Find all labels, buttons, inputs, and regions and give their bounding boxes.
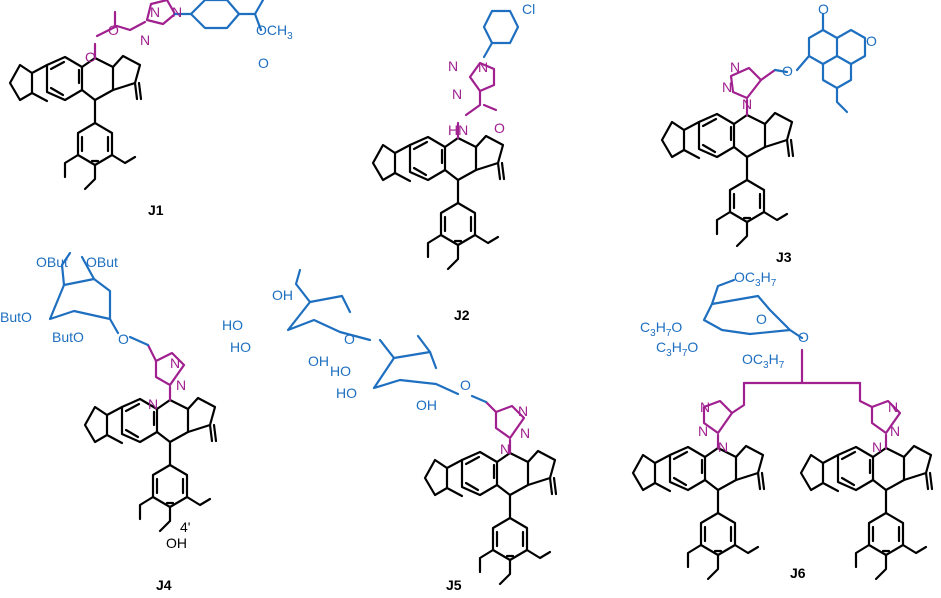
atom-OH-2b: OH	[416, 397, 437, 413]
atom-HO-3b: HO	[336, 385, 357, 401]
atom-OC3H7-2: OC3H7	[742, 351, 785, 371]
atom-N2: N	[150, 4, 160, 20]
atom-N-a: N	[730, 59, 740, 75]
atom-N-c: N	[478, 59, 488, 75]
atom-N-a-right: N	[888, 399, 898, 415]
atom-N-c: N	[148, 396, 158, 412]
atom-ButO-3: ButO	[0, 309, 32, 325]
atom-OC3H7-6: OC3H7	[734, 269, 777, 289]
atom-O-ring: O	[866, 33, 877, 49]
atom-OBut-6: OBut	[86, 254, 118, 270]
atom-N-a-left: N	[700, 399, 710, 415]
atom-Cl: Cl	[522, 1, 535, 17]
atom-4prime: 4'	[180, 519, 190, 535]
atom-O-coumarin-carbonyl: O	[818, 1, 829, 17]
atom-N-c: N	[500, 441, 510, 457]
atom-O-ester-carbonyl: O	[258, 55, 269, 71]
atom-O-amide: O	[494, 120, 505, 136]
atom-O-glycosidic: O	[798, 329, 809, 345]
compound-label-J6: J6	[790, 565, 806, 581]
atom-N-c: N	[742, 96, 752, 112]
atom-O-ring-upper: O	[344, 331, 355, 347]
atom-N3: N	[172, 4, 182, 20]
atom-O-glycosidic: O	[118, 331, 129, 347]
atom-OH: OH	[166, 535, 187, 551]
atom-N-b-left: N	[698, 423, 708, 439]
atom-N-b-right: N	[890, 423, 900, 439]
atom-N-a: N	[518, 403, 528, 419]
compound-J6	[631, 278, 934, 581]
atom-OBut-4: OBut	[36, 254, 68, 270]
compound-J4	[48, 251, 218, 533]
compound-label-J1: J1	[148, 202, 164, 218]
atom-N-a: N	[170, 355, 180, 371]
compound-label-J4: J4	[156, 577, 172, 593]
atom-OCH3: OCH3	[256, 22, 293, 42]
atom-O-ether: O	[782, 63, 793, 79]
atom-O-carbonyl: O	[108, 22, 119, 38]
atom-O-glycosidic: O	[460, 377, 471, 393]
atom-O-ring: O	[756, 311, 767, 327]
atom-N1: N	[140, 32, 150, 48]
atom-HN: HN	[448, 122, 468, 138]
atom-HO-4: HO	[222, 317, 243, 333]
atom-OH-2: OH	[308, 353, 329, 369]
atom-C3H7O-3: C3H7O	[656, 339, 698, 359]
atom-N-c-left: N	[718, 439, 728, 455]
compound-J2	[371, 9, 520, 271]
compound-label-J3: J3	[776, 249, 792, 265]
atom-O-ester: O	[85, 49, 96, 65]
atom-ButO-2: ButO	[52, 329, 84, 345]
atom-HO-3: HO	[230, 339, 251, 355]
atom-N-b: N	[452, 86, 462, 102]
atom-OH-6: OH	[272, 287, 293, 303]
compound-J1	[8, 0, 265, 191]
atom-N-b: N	[176, 377, 186, 393]
compound-J5	[286, 268, 558, 586]
compound-J3	[660, 12, 867, 248]
compound-label-J2: J2	[454, 307, 470, 323]
atom-C3H7O-4: C3H7O	[640, 319, 682, 339]
atom-N-a: N	[448, 58, 458, 74]
atom-HO-4b: HO	[330, 363, 351, 379]
atom-N-c-right: N	[872, 439, 882, 455]
compound-label-J5: J5	[446, 577, 462, 593]
atom-N-b: N	[520, 425, 530, 441]
atom-N-b: N	[722, 79, 732, 95]
